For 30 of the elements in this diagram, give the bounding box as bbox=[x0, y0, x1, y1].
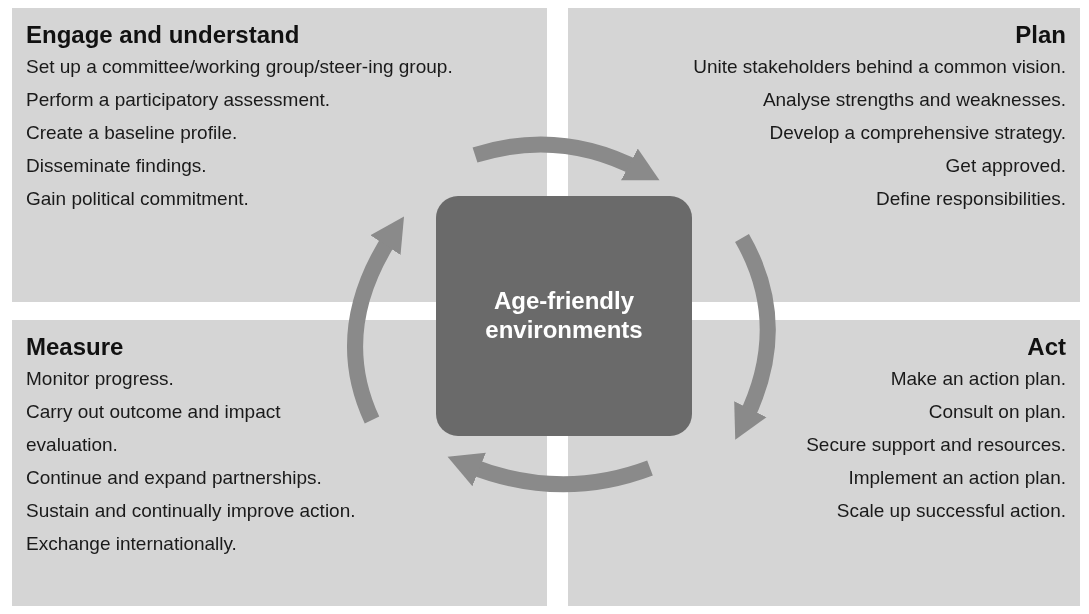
curved-arrow bbox=[733, 234, 776, 441]
step-text: Make an action plan. bbox=[890, 367, 1066, 391]
panel-heading: Plan bbox=[1015, 20, 1066, 50]
curved-arrow bbox=[447, 452, 653, 493]
step-text: Create a baseline profile. bbox=[26, 121, 238, 145]
step-text: Scale up successful action. bbox=[836, 499, 1066, 523]
curved-arrow bbox=[347, 216, 404, 424]
step-text: Gain political commitment. bbox=[26, 187, 249, 211]
step-text: Define responsibilities. bbox=[875, 187, 1066, 211]
curved-arrow bbox=[472, 136, 660, 181]
panel-heading: Engage and understand bbox=[26, 20, 300, 50]
step-text: Disseminate findings. bbox=[26, 154, 207, 178]
step-text: Continue and expand partnerships. bbox=[26, 466, 322, 490]
step-text: Exchange internationally. bbox=[26, 532, 237, 556]
step-text: Sustain and continually improve action. bbox=[26, 499, 356, 523]
step-text: Analyse strengths and weaknesses. bbox=[762, 88, 1066, 112]
center-box bbox=[436, 196, 692, 436]
step-text: Monitor progress. bbox=[26, 367, 174, 391]
panel-heading: Measure bbox=[26, 332, 124, 362]
panel-heading: Act bbox=[1027, 332, 1066, 362]
step-text: Get approved. bbox=[945, 154, 1066, 178]
step-text: Develop a comprehensive strategy. bbox=[769, 121, 1066, 145]
step-text: Unite stakeholders behind a common vision. bbox=[693, 55, 1066, 79]
step-text: Consult on plan. bbox=[928, 400, 1066, 424]
step-text: Secure support and resources. bbox=[806, 433, 1066, 457]
step-text: Set up a committee/working group/steer-ing group. bbox=[26, 55, 453, 79]
step-text: Carry out outcome and impact evaluation. bbox=[26, 400, 282, 457]
step-text: Implement an action plan. bbox=[848, 466, 1066, 490]
center-title: Age-friendly environments bbox=[484, 287, 644, 345]
step-text: Perform a participatory assessment. bbox=[26, 88, 331, 112]
